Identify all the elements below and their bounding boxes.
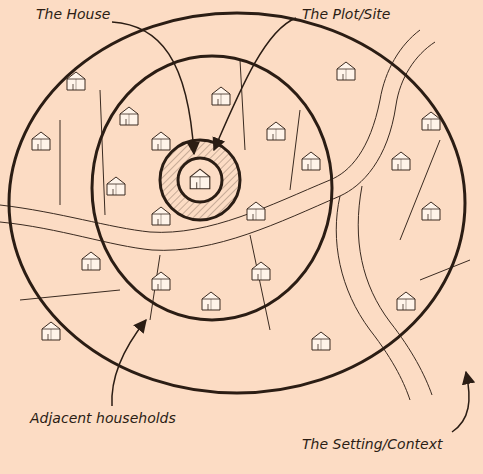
callout-label: The House: [34, 6, 112, 23]
callout-label: Adjacent households: [28, 410, 178, 427]
callout-label: The Plot/Site: [300, 6, 392, 23]
callout-label: The Setting/Context: [300, 436, 444, 453]
